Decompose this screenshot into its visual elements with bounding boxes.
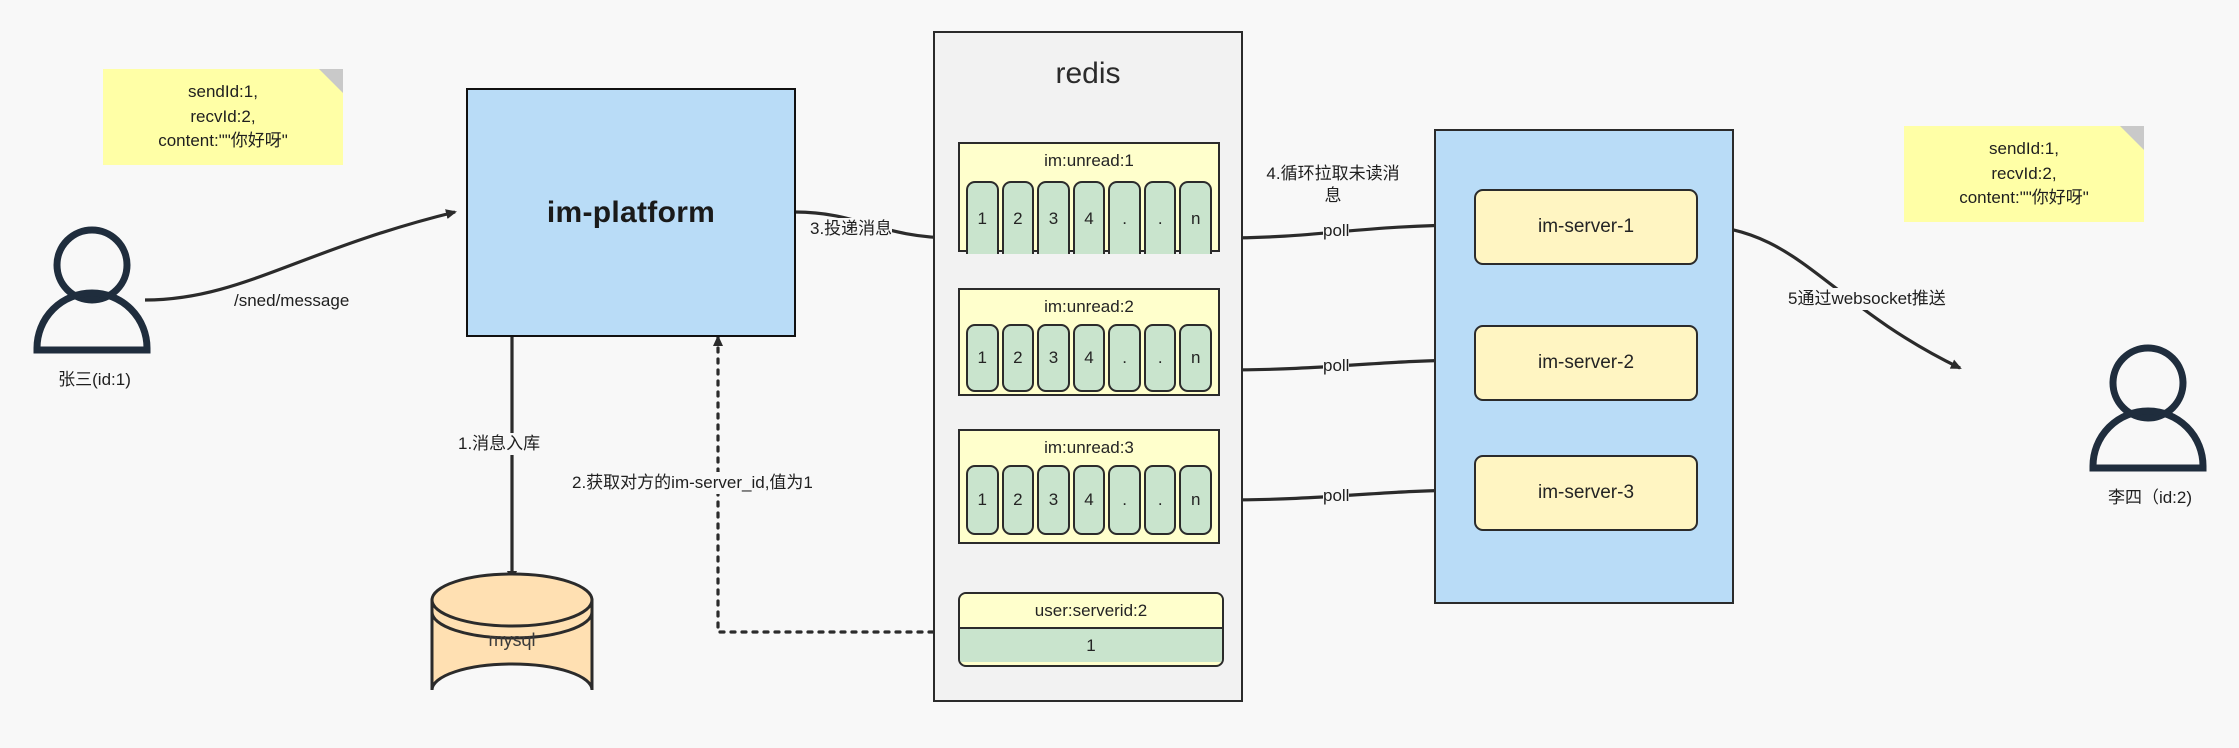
list-cell: 3 [1037,181,1070,254]
edge-label-poll-3: poll [1323,485,1350,508]
list-cell: 1 [966,181,999,254]
mysql-label: mysql [488,630,536,650]
im-server-1-box[interactable]: im-server-1 [1474,189,1698,265]
list-cell: . [1108,181,1141,254]
note-fold-corner-icon [2120,126,2144,150]
list-cell: n [1179,181,1213,254]
im-server-3-box[interactable]: im-server-3 [1474,455,1698,531]
edge-label-step5: 5通过websocket推送 [1788,288,1946,311]
im-server-1-label: im-server-1 [1537,216,1635,237]
list-cell: 2 [1001,324,1035,392]
edge-label-poll-1: poll [1323,220,1350,243]
list-cell: 3 [1037,465,1070,535]
im-server-2-label: im-server-2 [1537,352,1635,373]
note-left: sendId:1, recvId:2, content:""你好呀" [103,69,343,165]
edge-label-step2: 2.获取对方的im-server_id,值为1 [572,472,813,495]
sender-caption: 张三(id:1) [58,370,131,389]
list-cell: n [1179,324,1213,392]
redis-list-im-unread-2[interactable]: im:unread:2 1 2 3 4 . . n [958,288,1220,396]
list-cell: 4 [1072,465,1106,535]
redis-list-im-unread-3[interactable]: im:unread:3 1 2 3 4 . . n [958,429,1220,544]
note-right-text: sendId:1, recvId:2, content:""你好呀" [1959,139,2089,208]
receiver-user-icon [2089,344,2207,472]
edge-sender-to-platform [144,209,457,302]
edge-label-step3: 3.投递消息 [810,218,893,241]
note-right: sendId:1, recvId:2, content:""你好呀" [1904,126,2144,222]
list-cell: 1 [966,324,999,392]
edge-label-step1: 1.消息入库 [458,433,541,456]
list-cell: 3 [1037,324,1070,392]
redis-kv-key: user:serverid:2 [960,594,1222,629]
edge-label-step4: 4.循环拉取未读消 息 [1253,163,1413,208]
list-cell: . [1108,465,1141,535]
redis-list-3-key: im:unread:3 [1044,438,1134,457]
im-server-2-box[interactable]: im-server-2 [1474,325,1698,401]
edge-label-send-message: /sned/message [234,290,350,313]
redis-kv-user-serverid[interactable]: user:serverid:2 1 [958,592,1224,667]
list-cell: . [1143,324,1177,392]
list-cell: 2 [1001,465,1035,535]
redis-list-1-cells: 1 2 3 4 . . n [966,181,1213,254]
redis-list-2-key: im:unread:2 [1044,297,1134,316]
redis-list-2-cells: 1 2 3 4 . . n [966,324,1213,392]
list-cell: n [1179,465,1213,535]
mysql-node[interactable]: mysql [432,630,592,660]
note-fold-corner-icon [319,69,343,93]
im-server-3-label: im-server-3 [1537,482,1635,503]
note-left-text: sendId:1, recvId:2, content:""你好呀" [158,82,288,151]
list-cell: 4 [1072,181,1106,254]
edge-label-poll-2: poll [1323,355,1350,378]
sender-user-icon [33,226,151,354]
list-cell: . [1143,181,1177,254]
list-cell: 4 [1072,324,1106,392]
receiver-caption: 李四（id:2) [2107,488,2193,507]
im-platform-box[interactable]: im-platform [466,88,796,337]
list-cell: 1 [966,465,999,535]
redis-list-im-unread-1[interactable]: im:unread:1 1 2 3 4 . . n [958,142,1220,254]
redis-list-1-key: im:unread:1 [1044,151,1134,170]
list-cell: . [1108,324,1141,392]
redis-list-3-cells: 1 2 3 4 . . n [966,465,1213,535]
list-cell: 2 [1001,181,1035,254]
list-cell: . [1143,465,1177,535]
im-platform-label: im-platform [546,195,716,229]
redis-title: redis [1055,57,1121,90]
redis-kv-value: 1 [960,629,1222,662]
